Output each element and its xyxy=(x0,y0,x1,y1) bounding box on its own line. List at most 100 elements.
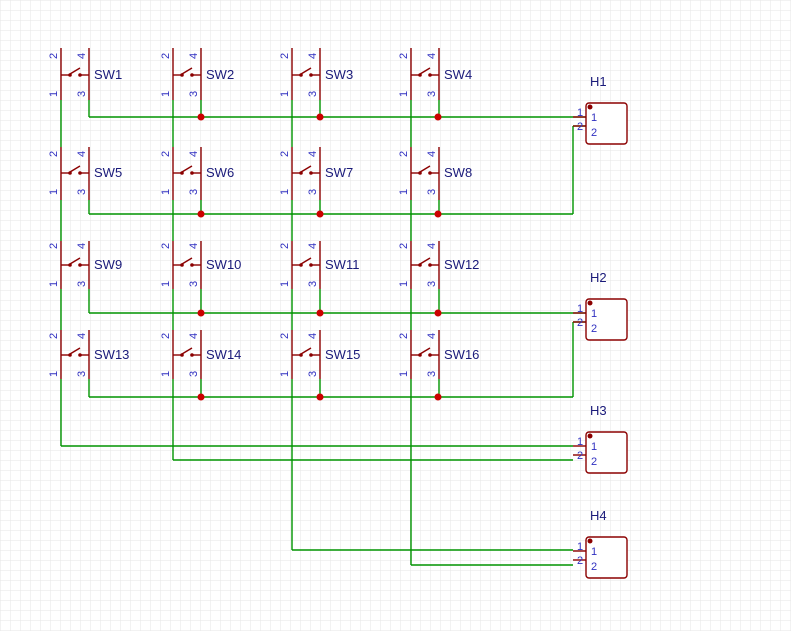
pin-number: 2 xyxy=(160,333,172,339)
pin-number: 1 xyxy=(48,371,60,377)
switch-contact xyxy=(309,73,313,77)
switch-ref: SW16 xyxy=(444,347,479,362)
switch-ref: SW3 xyxy=(325,67,353,82)
switch-actuator xyxy=(181,347,193,355)
pin1-marker xyxy=(587,300,593,306)
header-body xyxy=(585,536,628,579)
pin-number: 4 xyxy=(188,53,200,59)
pin-number: 2 xyxy=(279,53,291,59)
pin-number: 3 xyxy=(426,189,438,195)
pin1-marker xyxy=(587,104,593,110)
switch-contact xyxy=(428,171,432,175)
junctions xyxy=(197,113,442,401)
pin-number: 3 xyxy=(76,189,88,195)
pin-number: 2 xyxy=(48,333,60,339)
junction-dot xyxy=(197,393,205,401)
pin-number: 2 xyxy=(398,333,410,339)
switch-contact xyxy=(78,73,82,77)
pin-number: 4 xyxy=(426,151,438,157)
pin-number: 1 xyxy=(279,91,291,97)
pin-number: 2 xyxy=(279,243,291,249)
switch-ref: SW2 xyxy=(206,67,234,82)
junction-dot xyxy=(316,210,324,218)
pin-number: 2 xyxy=(279,333,291,339)
pin-number: 1 xyxy=(577,541,583,553)
switch-ref: SW9 xyxy=(94,257,122,272)
pin-number: 2 xyxy=(577,450,583,462)
junction-dot xyxy=(197,113,205,121)
switch-ref: SW12 xyxy=(444,257,479,272)
pin-number: 2 xyxy=(398,151,410,157)
pin-number: 3 xyxy=(426,281,438,287)
pin-number: 4 xyxy=(307,333,319,339)
switch-actuator xyxy=(419,67,431,75)
pin-number: 3 xyxy=(76,371,88,377)
pin-label: 1 xyxy=(591,112,597,124)
pin-number: 3 xyxy=(426,91,438,97)
switch-actuator xyxy=(300,347,312,355)
switch-contact xyxy=(309,353,313,357)
pin-number: 1 xyxy=(577,436,583,448)
pin-label: 2 xyxy=(591,127,597,139)
pin-number: 4 xyxy=(188,243,200,249)
junction-dot xyxy=(197,309,205,317)
switch-ref: SW6 xyxy=(206,165,234,180)
pin-label: 1 xyxy=(591,546,597,558)
header-body xyxy=(585,431,628,474)
switch-ref: SW7 xyxy=(325,165,353,180)
pin-number: 4 xyxy=(307,243,319,249)
pin-number: 3 xyxy=(307,371,319,377)
pin-number: 2 xyxy=(160,243,172,249)
pin-number: 4 xyxy=(76,243,88,249)
switch-actuator xyxy=(69,67,81,75)
junction-dot xyxy=(434,113,442,121)
header-body xyxy=(585,298,628,341)
switch-actuator xyxy=(69,165,81,173)
pin-number: 1 xyxy=(160,189,172,195)
pin-number: 4 xyxy=(426,333,438,339)
switch-contact xyxy=(190,171,194,175)
switch-ref: SW1 xyxy=(94,67,122,82)
switch-contact xyxy=(309,263,313,267)
pin-number: 3 xyxy=(188,189,200,195)
pin-number: 4 xyxy=(307,151,319,157)
switch-ref: SW8 xyxy=(444,165,472,180)
switch-actuator xyxy=(300,67,312,75)
switch-contact xyxy=(190,73,194,77)
pin-label: 1 xyxy=(591,308,597,320)
header-ref: H2 xyxy=(590,270,607,285)
switch-contact xyxy=(428,263,432,267)
pin-number: 1 xyxy=(160,91,172,97)
switch-contact xyxy=(309,171,313,175)
pin-number: 1 xyxy=(48,189,60,195)
switch-contact xyxy=(190,263,194,267)
pin-number: 2 xyxy=(398,53,410,59)
symbols: 2143SW12143SW22143SW32143SW42143SW52143S… xyxy=(48,48,628,579)
pin-number: 1 xyxy=(48,91,60,97)
pin-number: 3 xyxy=(307,281,319,287)
switch-actuator xyxy=(69,347,81,355)
pin-number: 4 xyxy=(426,53,438,59)
switch-contact xyxy=(78,353,82,357)
header-ref: H1 xyxy=(590,74,607,89)
pin-label: 2 xyxy=(591,456,597,468)
pin-number: 1 xyxy=(279,371,291,377)
pin-number: 2 xyxy=(48,243,60,249)
pin-number: 2 xyxy=(48,53,60,59)
switch-contact xyxy=(190,353,194,357)
